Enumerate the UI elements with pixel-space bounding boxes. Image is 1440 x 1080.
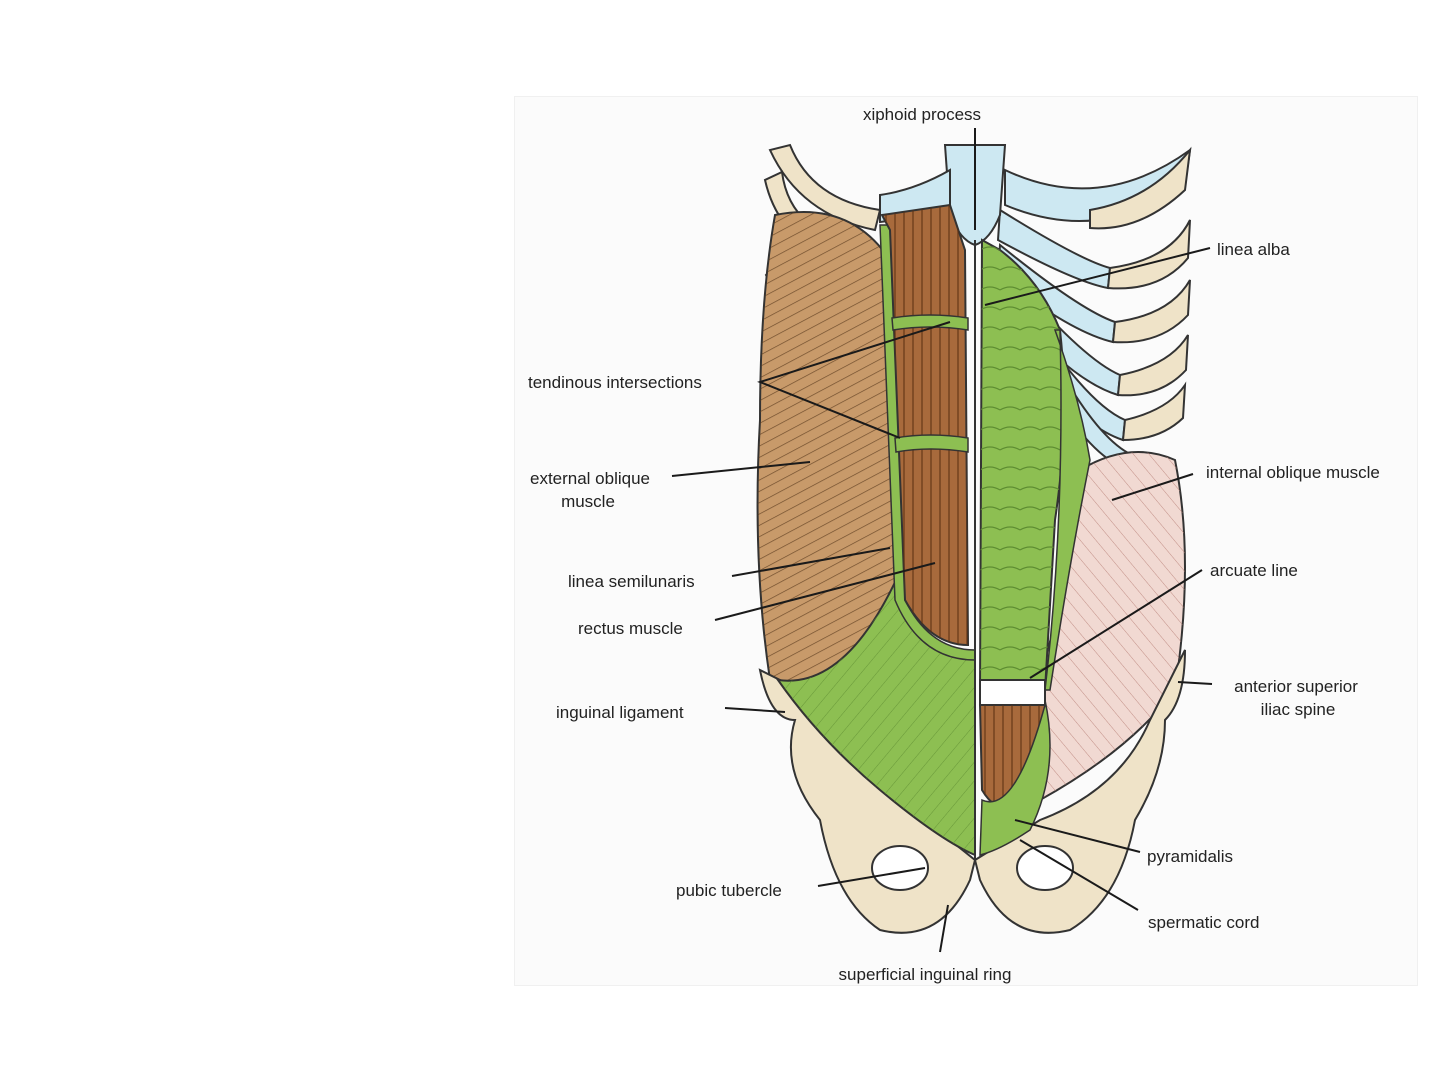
- label-external-oblique: external oblique: [530, 469, 650, 488]
- label-internal-oblique-muscle: internal oblique muscle: [1206, 463, 1380, 482]
- label-iliac-spine: iliac spine: [1261, 700, 1336, 719]
- label-anterior-superior: anterior superior: [1234, 677, 1358, 696]
- label-superficial-inguinal-ring: superficial inguinal ring: [839, 965, 1012, 984]
- label-linea-alba: linea alba: [1217, 240, 1290, 259]
- arcuate-cut: [979, 679, 1046, 706]
- label-tendinous-intersections: tendinous intersections: [528, 373, 702, 392]
- label-inguinal-ligament: inguinal ligament: [556, 703, 684, 722]
- label-xiphoid-process: xiphoid process: [863, 105, 981, 124]
- label-pyramidalis: pyramidalis: [1147, 847, 1233, 866]
- label-rectus-muscle: rectus muscle: [578, 619, 683, 638]
- label-external-oblique-muscle: muscle: [561, 492, 615, 511]
- label-arcuate-line: arcuate line: [1210, 561, 1298, 580]
- pelvis: [758, 649, 1186, 934]
- leader-lines: [671, 128, 1213, 953]
- label-linea-semilunaris: linea semilunaris: [568, 572, 695, 591]
- label-pubic-tubercle: pubic tubercle: [676, 881, 782, 900]
- label-spermatic-cord: spermatic cord: [1148, 913, 1259, 932]
